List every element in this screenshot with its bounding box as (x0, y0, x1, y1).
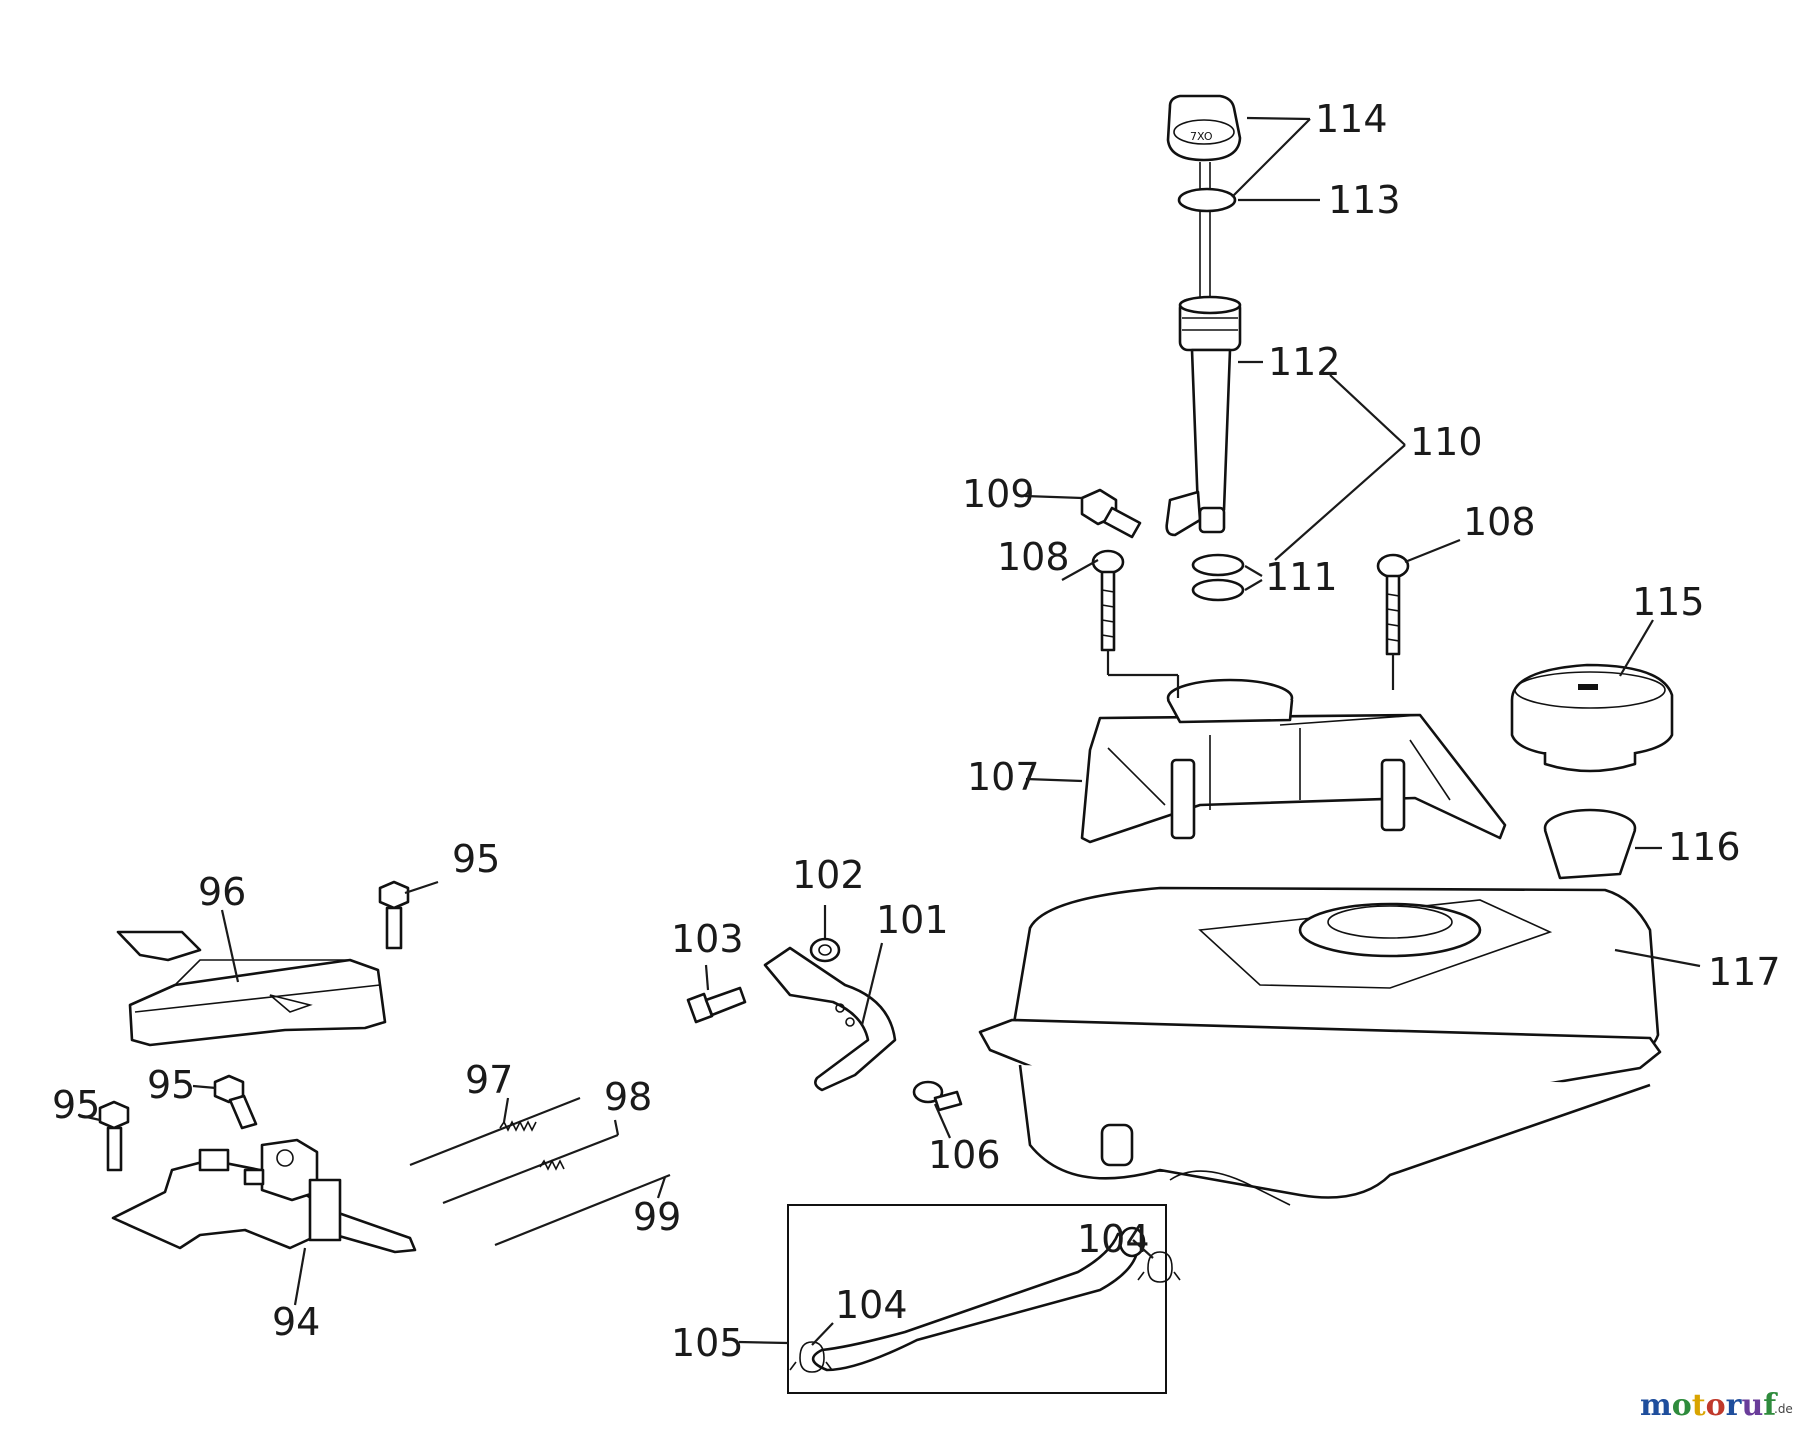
watermark-suffix: .de (1774, 1402, 1793, 1416)
watermark-letter: u (1741, 1388, 1763, 1423)
label-103: 103 (671, 917, 744, 961)
spring-97 (409, 1096, 581, 1167)
label-106: 106 (928, 1133, 1001, 1177)
washers (1191, 553, 1245, 602)
dipstick-cap: 7XO (1166, 94, 1242, 300)
label-110: 110 (1410, 420, 1483, 464)
cap-marking: 7XO (1190, 130, 1213, 143)
label-104-right: 104 (1077, 1217, 1150, 1261)
label-98: 98 (604, 1075, 652, 1119)
tank-bracket (1080, 678, 1507, 844)
label-112: 112 (1268, 340, 1341, 384)
label-113: 113 (1328, 178, 1401, 222)
watermark-letter: o (1706, 1388, 1726, 1423)
label-94: 94 (272, 1300, 320, 1344)
label-95-mid: 95 (147, 1063, 195, 1107)
label-97: 97 (465, 1058, 513, 1102)
label-105: 105 (671, 1321, 744, 1365)
label-108-left: 108 (997, 535, 1070, 579)
label-109: 109 (962, 472, 1035, 516)
part-labels: 114 113 112 110 109 111 108 108 115 107 … (52, 97, 1781, 1365)
oil-fill-tube (1165, 295, 1242, 537)
label-116: 116 (1668, 825, 1741, 869)
control-bracket (111, 1138, 417, 1254)
hose-clamp-left (789, 1341, 833, 1373)
watermark-letter: r (1726, 1388, 1743, 1423)
label-104-left: 104 (835, 1283, 908, 1327)
label-95-left: 95 (52, 1083, 100, 1127)
label-101: 101 (876, 898, 949, 942)
bolt-106 (912, 1080, 963, 1112)
fuel-tank (978, 886, 1662, 1206)
label-108-right: 108 (1463, 500, 1536, 544)
screw-108-left (1091, 549, 1125, 652)
control-cover (116, 930, 387, 1047)
svg-text:motoruf: motoruf (1640, 1388, 1778, 1423)
fuel-cap (1510, 663, 1674, 773)
nut-102 (809, 937, 841, 963)
leader-lines (77, 116, 1701, 1346)
label-107: 107 (967, 755, 1040, 799)
spring-98 (442, 1133, 619, 1205)
bolt-103 (686, 986, 747, 1024)
watermark-letter: o (1672, 1388, 1692, 1423)
bracket-101 (763, 946, 897, 1092)
label-102: 102 (792, 853, 865, 897)
bolt-95-left (98, 1100, 130, 1172)
label-117: 117 (1708, 950, 1781, 994)
label-95-top: 95 (452, 837, 500, 881)
fuel-line-hose (811, 1226, 1146, 1372)
fuel-strainer (1543, 808, 1637, 880)
label-99: 99 (633, 1195, 681, 1239)
label-96: 96 (198, 870, 246, 914)
label-111: 111 (1265, 555, 1338, 599)
label-115: 115 (1632, 580, 1705, 624)
bolt-95-mid (213, 1074, 258, 1130)
motoruf-watermark: motoruf .de (1640, 1388, 1793, 1423)
bolt-95-top (378, 880, 410, 950)
watermark-letter: f (1763, 1388, 1778, 1423)
watermark-letter: t (1692, 1388, 1706, 1423)
dipstick-o-ring (1177, 187, 1237, 213)
fuel-line-kit-box (787, 1204, 1167, 1394)
bolt-109 (1080, 488, 1142, 539)
hose-clamp-right (1137, 1251, 1181, 1283)
link-rod-99 (494, 1173, 671, 1247)
screw-108-right (1376, 553, 1410, 656)
watermark-letter: m (1640, 1388, 1672, 1423)
label-114: 114 (1315, 97, 1388, 141)
